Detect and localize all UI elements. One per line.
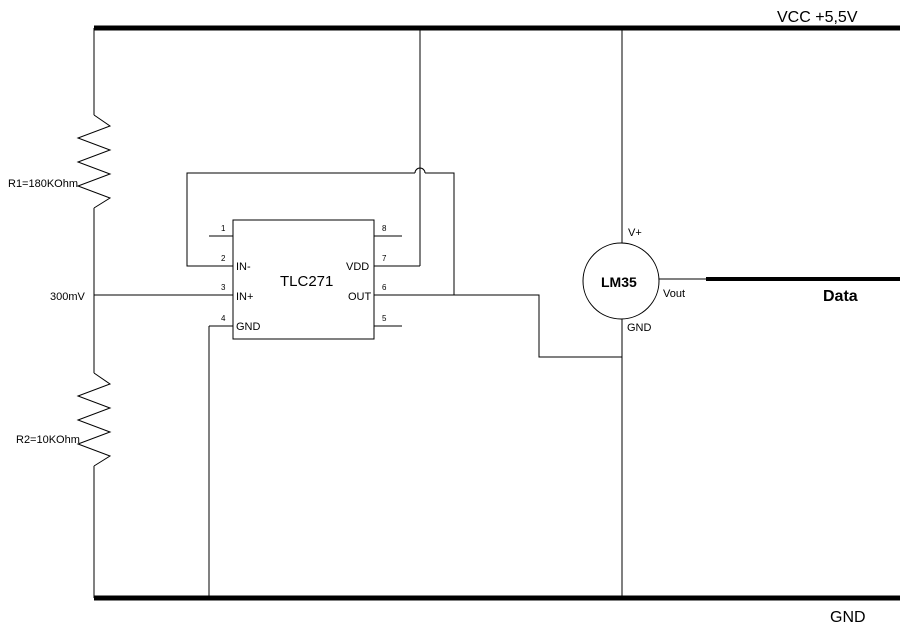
pin-number: 1 bbox=[221, 224, 226, 233]
pin-label-vdd: VDD bbox=[346, 261, 369, 273]
feedback-wire bbox=[186, 172, 415, 267]
lm35-vplus-label: V+ bbox=[628, 227, 642, 239]
resistor-r2 bbox=[76, 372, 112, 467]
pin-number: 4 bbox=[221, 314, 226, 323]
resistor-r1 bbox=[76, 114, 112, 209]
pin-label-out: OUT bbox=[348, 291, 372, 303]
pin-label-gnd: GND bbox=[236, 321, 261, 333]
pin-number: 6 bbox=[382, 283, 387, 292]
divider-voltage-label: 300mV bbox=[50, 291, 86, 303]
lm35-vout-label: Vout bbox=[663, 288, 685, 300]
pin-number: 8 bbox=[382, 224, 387, 233]
lm35-body bbox=[582, 242, 660, 320]
voltage-divider bbox=[76, 28, 112, 598]
pin-number: 3 bbox=[221, 283, 226, 292]
pin-label-in-minus: IN- bbox=[236, 261, 251, 273]
feedback-wire-right bbox=[425, 172, 455, 295]
opamp-name: TLC271 bbox=[280, 273, 333, 290]
r2-label: R2=10KOhm bbox=[16, 434, 80, 446]
r1-label: R1=180KOhm bbox=[8, 178, 78, 190]
lm35-name: LM35 bbox=[601, 274, 637, 290]
data-label: Data bbox=[823, 288, 858, 305]
pin-label-in-plus: IN+ bbox=[236, 291, 253, 303]
pin-number: 7 bbox=[382, 254, 387, 263]
pin-number: 2 bbox=[221, 254, 226, 263]
opamp-body bbox=[232, 219, 375, 340]
pin-number: 5 bbox=[382, 314, 387, 323]
output-wire bbox=[402, 294, 622, 358]
gnd-label: GND bbox=[830, 609, 866, 626]
vcc-label: VCC +5,5V bbox=[777, 9, 858, 26]
lm35-gnd-label: GND bbox=[627, 322, 652, 334]
